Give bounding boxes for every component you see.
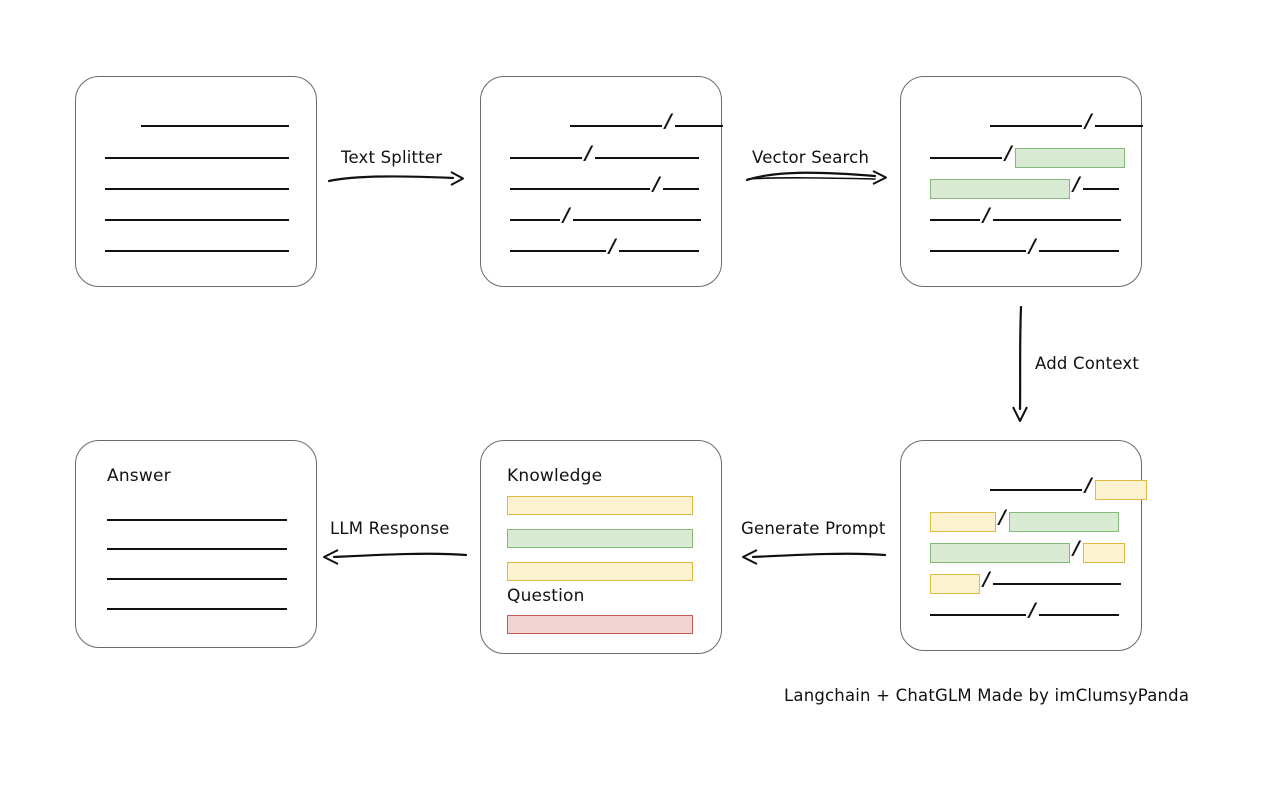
highlight-chip-yellow [1082, 542, 1125, 563]
answer-line-3 [107, 577, 287, 580]
answer-label: Answer [107, 466, 171, 486]
line-segment [1038, 249, 1119, 252]
matched-line-1: / [930, 111, 1143, 130]
prompt-section-label-question: Question [507, 586, 585, 606]
knowledge-bar-3 [507, 562, 693, 581]
answer-line-2 [107, 547, 287, 550]
arrow-label-text-splitter: Text Splitter [341, 148, 443, 167]
line-segment [107, 577, 287, 580]
line-segment [105, 249, 289, 252]
answer-content: Answer [76, 441, 316, 647]
arrow-label-generate-prompt: Generate Prompt [741, 519, 886, 538]
doc-line-4 [105, 218, 289, 221]
knowledge-bar-1 [507, 496, 693, 515]
line-segment [510, 218, 560, 221]
box-context-chunks[interactable]: / / / / / [900, 440, 1147, 651]
line-segment [572, 218, 701, 221]
question-bar-1 [507, 615, 693, 634]
line-segment [107, 518, 287, 521]
prompt-section-label-knowledge: Knowledge [507, 466, 603, 486]
chunk-line-4: / [510, 205, 701, 224]
line-segment [990, 124, 1082, 127]
line-segment [107, 547, 287, 550]
matched-chunks-content: / / / / / [901, 77, 1143, 286]
line-segment [990, 488, 1082, 491]
chunk-line-2: / [510, 143, 699, 162]
split-chunks-content: / / / / / [481, 77, 723, 286]
line-segment [105, 187, 289, 190]
line-segment [510, 249, 606, 252]
context-chunks-content: / / / / / [901, 441, 1147, 650]
context-line-3: / [930, 538, 1125, 563]
line-segment [1094, 124, 1143, 127]
highlight-chip-green [930, 178, 1070, 199]
line-segment [992, 218, 1121, 221]
prompt-content: Knowledge Question [481, 441, 721, 653]
matched-line-2: / [930, 143, 1125, 168]
highlight-chip-yellow [930, 573, 980, 594]
doc-line-1 [141, 124, 289, 127]
box-matched-chunks[interactable]: / / / / / [900, 76, 1143, 287]
answer-line-4 [107, 607, 287, 610]
context-line-5: / [930, 600, 1119, 619]
highlight-chip-green [1008, 511, 1119, 532]
doc-line-3 [105, 187, 289, 190]
line-segment [594, 156, 699, 159]
line-segment [1082, 187, 1119, 190]
arrow-vector-search [745, 166, 890, 190]
line-segment [992, 582, 1121, 585]
chunk-line-3: / [510, 174, 699, 193]
chunk-line-1: / [510, 111, 723, 130]
line-segment [930, 218, 980, 221]
doc-line-2 [105, 156, 289, 159]
line-segment [1038, 613, 1119, 616]
box-split-chunks[interactable]: / / / / / [480, 76, 723, 287]
line-segment [930, 249, 1026, 252]
line-segment [107, 607, 287, 610]
arrow-generate-prompt [737, 546, 887, 568]
doc-line-5 [105, 249, 289, 252]
arrow-label-llm-response: LLM Response [330, 519, 450, 538]
highlight-chip-yellow [930, 511, 996, 532]
line-segment [105, 156, 289, 159]
box-prompt[interactable]: Knowledge Question [480, 440, 722, 654]
highlight-chip-green [1014, 147, 1125, 168]
source-document-content [76, 77, 316, 286]
line-segment [662, 187, 699, 190]
chunk-line-5: / [510, 236, 699, 255]
arrow-text-splitter [327, 168, 467, 190]
line-segment [570, 124, 662, 127]
box-source-document[interactable] [75, 76, 317, 287]
line-segment [510, 156, 582, 159]
line-segment [674, 124, 723, 127]
context-line-2: / [930, 507, 1119, 532]
line-segment [930, 156, 1002, 159]
line-segment [618, 249, 699, 252]
credit-text: Langchain + ChatGLM Made by imClumsyPand… [784, 686, 1190, 705]
context-line-1: / [930, 475, 1147, 500]
highlight-chip-yellow [1094, 479, 1147, 500]
line-segment [510, 187, 650, 190]
context-line-4: / [930, 569, 1121, 594]
line-segment [105, 218, 289, 221]
matched-line-5: / [930, 236, 1119, 255]
knowledge-bar-2 [507, 529, 693, 548]
line-segment [141, 124, 289, 127]
highlight-chip-green [930, 542, 1070, 563]
box-answer[interactable]: Answer [75, 440, 317, 648]
line-segment [930, 613, 1026, 616]
matched-line-4: / [930, 205, 1121, 224]
answer-line-1 [107, 518, 287, 521]
arrow-label-add-context: Add Context [1035, 354, 1140, 373]
matched-line-3: / [930, 174, 1119, 199]
arrow-label-vector-search: Vector Search [752, 148, 870, 167]
arrow-llm-response [318, 546, 468, 568]
arrow-add-context [1008, 305, 1034, 423]
